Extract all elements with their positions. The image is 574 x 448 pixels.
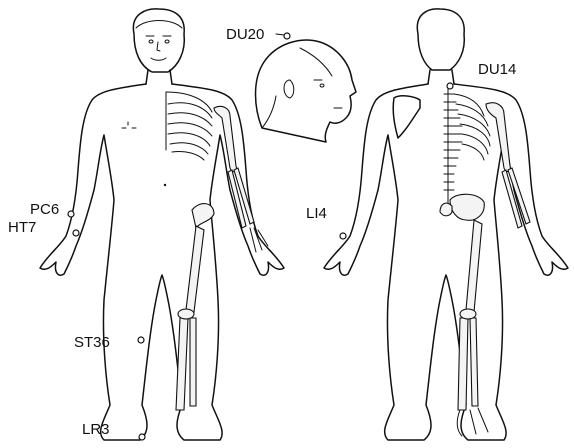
label-lr3: LR3 bbox=[82, 422, 110, 437]
point-st36 bbox=[138, 337, 144, 343]
label-li4: LI4 bbox=[306, 206, 327, 221]
ribcage-front bbox=[166, 92, 212, 160]
point-du14 bbox=[447, 83, 453, 89]
point-li4 bbox=[340, 233, 346, 239]
label-ht7: HT7 bbox=[8, 220, 36, 235]
side-head-figure bbox=[256, 40, 357, 142]
label-du20: DU20 bbox=[226, 27, 264, 42]
label-st36: ST36 bbox=[74, 335, 110, 350]
label-du14: DU14 bbox=[478, 62, 516, 77]
point-du20 bbox=[284, 33, 290, 39]
front-body-figure bbox=[40, 9, 284, 440]
point-lr3 bbox=[139, 434, 145, 440]
back-body-figure bbox=[324, 9, 568, 440]
spine-back bbox=[444, 86, 490, 206]
label-pc6: PC6 bbox=[30, 202, 59, 217]
point-pc6 bbox=[68, 211, 74, 217]
point-ht7 bbox=[73, 230, 79, 236]
